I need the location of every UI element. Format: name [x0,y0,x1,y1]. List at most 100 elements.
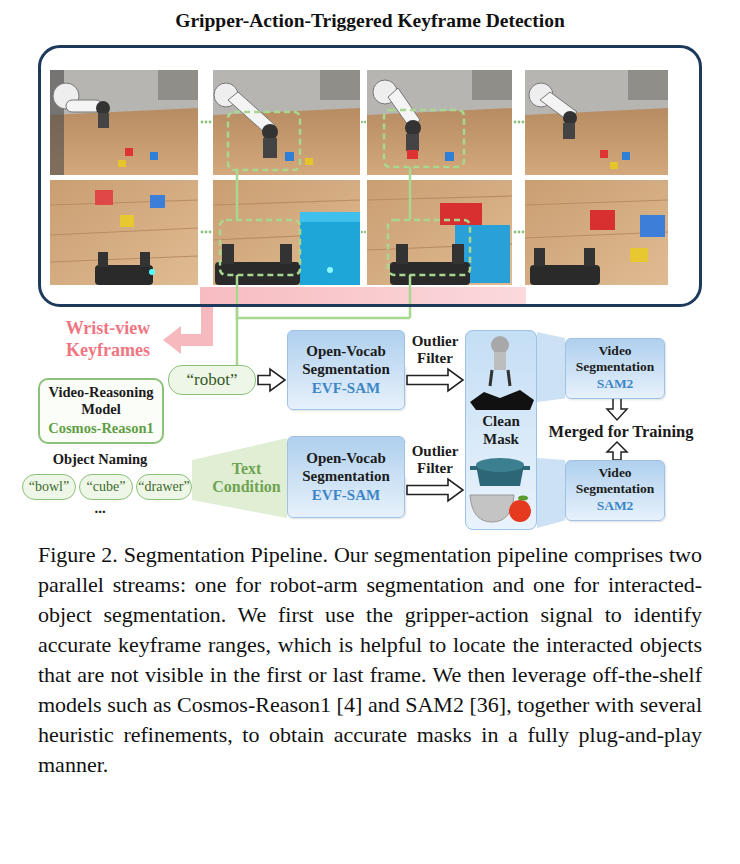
gripper-highlight [228,112,300,170]
mask-band [537,458,565,528]
wrist-view-photos [50,200,198,262]
model-box: Video-Reasoning ModelCosmos-Reason1 [38,378,164,444]
node-subheading: SAM2 [597,375,634,393]
keyframe-arrow [163,306,207,354]
wrist-view-photos [440,203,482,225]
robot-mask-images [470,390,534,410]
wrist-view-photos [95,190,113,205]
text-condition-wedge [192,438,287,518]
video-seg-box: Video SegmentationSAM2 [565,338,665,399]
node-heading: “cube” [87,479,126,495]
node-heading: Open-Vocab Segmentation [293,342,399,378]
wrist-view-photos [213,180,360,285]
third-person-photos [213,70,360,175]
edge-label: Outlier Filter [405,333,465,368]
robot-mask-images [470,336,534,410]
third-person-photos [96,101,110,115]
third-person-photos [525,70,668,175]
wrist-view-photos [50,180,668,285]
wrist-view-photos [140,252,150,267]
node-heading: “bowl” [29,479,69,495]
third-person-photos [125,148,133,156]
keyframe-panel: Gripper-Action-Triggered Keyframe Detect… [38,45,702,307]
third-person-photos [407,150,418,159]
wrist-view-photos [584,248,595,266]
third-person-photos [563,111,577,125]
continuation-dots [361,121,363,123]
wrist-view-photos [280,244,292,264]
third-person-photos [525,108,668,175]
object-mask-images [523,466,530,470]
third-person-photos [610,162,618,169]
prompt-arrow [258,369,285,391]
continuation-dots [364,231,366,233]
continuation-dots [209,121,212,124]
hollow-arrow [407,369,463,391]
third-person-photos [305,158,313,165]
continuation-dots [364,121,366,123]
wrist-view-photos [222,244,234,264]
flow-band [537,332,565,402]
wrist-view-photos [396,244,408,264]
continuation-dots [205,231,208,234]
gripper-highlight [237,167,410,318]
node-heading: Video-Reasoning Model [43,384,159,419]
wrist-view-photos [590,210,615,230]
wrist-view-photos [525,180,668,285]
connector-line [236,306,239,365]
clean-mask-box: Clean Mask [465,330,537,530]
wrist-view-photos [640,215,665,237]
object-pill: “drawer” [136,474,192,500]
object-mask-images [509,500,531,522]
wrist-view-photos [215,262,300,285]
object-pill: “cube” [79,474,133,500]
prompt-pill: “robot” [168,365,256,395]
wrist-view-photos [95,265,153,285]
wrist-view-photos [150,195,165,208]
third-person-photos [50,70,668,175]
continuation-dots [518,121,521,124]
third-person-photos [150,152,158,160]
mask-band [537,332,565,402]
gripper-highlight [384,110,464,167]
object-mask-images [470,458,531,522]
section-label: Object Naming [53,451,148,468]
third-person-photos [50,70,198,175]
continuation-dots [209,231,212,234]
continuation-dots [361,231,363,233]
third-person-photos [118,160,126,167]
wrist-view-photos [327,267,333,273]
flow-band [537,458,565,528]
continuation-dots [201,121,204,124]
text-condition: Text Condition [192,440,287,516]
gripper-highlight [220,110,470,318]
node-heading: Text Condition [206,460,287,497]
third-person-photos [628,70,668,100]
third-person-photos [563,123,575,139]
object-mask-images [470,466,477,470]
third-person-photos [367,108,512,175]
keyframe-label: Wrist-view Keyframes [56,318,160,362]
node-heading: Video Segmentation [571,465,659,497]
node-heading: Clean Mask [466,412,536,448]
wrist-view-photos [149,269,155,275]
robot-mask-images [490,370,510,386]
third-person-photos [622,152,630,160]
ellipsis: ... [94,500,105,517]
robot-mask-images [491,336,509,354]
object-mask-images [470,495,514,522]
wrist-view-photos [300,212,360,285]
continuation-dots [518,231,521,234]
third-person-photos [262,124,278,140]
segmentation-box: Open-Vocab SegmentationEVF-SAM [287,436,405,518]
object-pill: “bowl” [22,474,76,500]
third-person-photos [98,113,109,128]
third-person-photos [600,150,608,158]
continuation-dots [201,231,204,234]
clean-mask-ground [465,330,537,530]
gripper-highlight [220,220,300,275]
filter-arrow [407,369,463,391]
edge-label: Outlier Filter [405,443,465,478]
continuation-dots [522,231,525,234]
